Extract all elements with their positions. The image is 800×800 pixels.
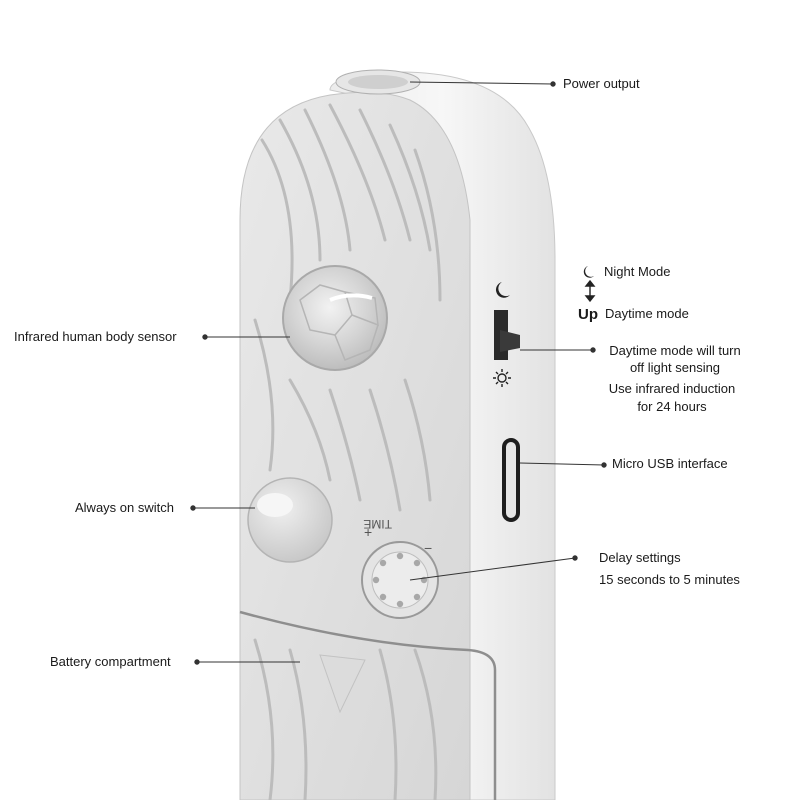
label-delay-settings: Delay settings	[599, 550, 681, 565]
delay-knob	[361, 541, 439, 619]
mode-slide-switch	[494, 310, 520, 360]
leader-lines	[190, 81, 607, 665]
infrared-sensor-lens	[282, 265, 388, 371]
label-infrared-note-1: Use infrared induction	[608, 381, 736, 396]
knob-minus-label: −	[424, 540, 432, 556]
label-battery-compartment: Battery compartment	[50, 654, 171, 669]
label-daytime-note-1: Daytime mode will turn	[609, 343, 741, 358]
micro-usb-port	[502, 438, 520, 522]
battery-compartment-seam	[239, 610, 497, 800]
surface-grooves	[253, 103, 442, 800]
label-daytime-mode: Daytime mode	[605, 306, 689, 321]
night-mode-moon-icon	[583, 266, 594, 278]
label-up: Up	[578, 306, 598, 323]
label-daytime-note-2: off light sensing	[629, 360, 721, 375]
moon-icon	[495, 282, 510, 298]
battery-arrow-mark	[319, 654, 366, 714]
label-always-on-switch: Always on switch	[75, 500, 174, 515]
up-down-arrow-icon	[584, 279, 596, 303]
label-infrared-note-2: for 24 hours	[637, 399, 707, 414]
label-night-mode: Night Mode	[604, 264, 671, 279]
knob-time-label: TIME	[363, 517, 392, 531]
label-micro-usb: Micro USB interface	[612, 456, 728, 471]
sun-icon	[493, 369, 511, 387]
device-front-face	[239, 91, 471, 800]
knob-plus-label: +	[364, 524, 372, 540]
label-power-output: Power output	[563, 76, 640, 91]
always-on-switch-button	[247, 477, 333, 563]
label-infrared-sensor: Infrared human body sensor	[14, 329, 177, 344]
label-delay-range: 15 seconds to 5 minutes	[599, 572, 740, 587]
